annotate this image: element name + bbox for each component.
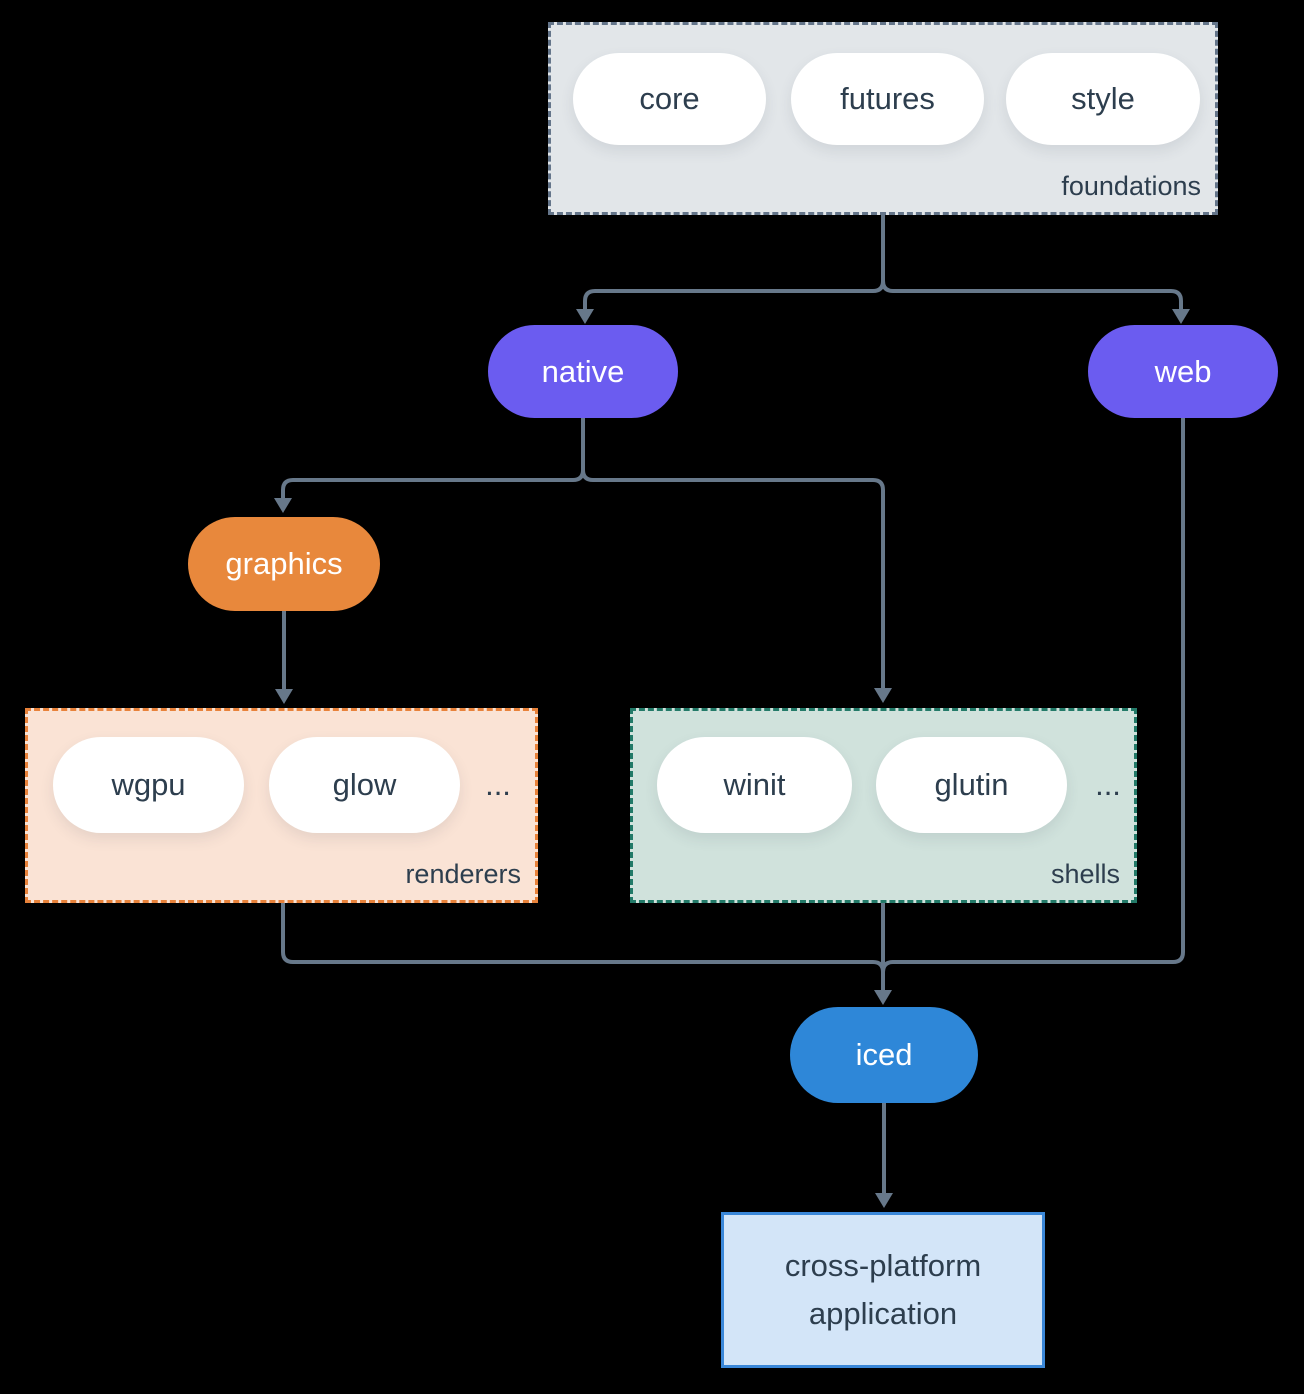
- arrowhead-application: [875, 1193, 893, 1208]
- application-node: cross-platform application: [721, 1212, 1045, 1368]
- edge-foundations-native: [583, 215, 885, 310]
- application-label-line2: application: [808, 1296, 958, 1331]
- glow-label: glow: [332, 767, 397, 802]
- edge-native-graphics: [281, 418, 585, 499]
- edge-native-shells: [581, 469, 885, 688]
- application-label-line1: cross-platform: [784, 1248, 982, 1283]
- iced-node: iced: [790, 1007, 978, 1103]
- futures-node: futures: [791, 53, 984, 145]
- shells-ellipsis: ...: [1095, 767, 1121, 802]
- iced-label: iced: [855, 1037, 913, 1072]
- shells-group-label: shells: [1050, 859, 1120, 889]
- edge-foundations-web: [881, 280, 1183, 310]
- arrowhead-graphics: [274, 498, 292, 513]
- web-node: web: [1088, 325, 1278, 418]
- arrowhead-native: [576, 309, 594, 324]
- edge-renderers-iced: [281, 903, 885, 975]
- arrowhead-shells: [874, 688, 892, 703]
- glutin-node: glutin: [876, 737, 1067, 833]
- native-node: native: [488, 325, 678, 418]
- shells-group: winit glutin ... shells: [630, 708, 1137, 903]
- style-label: style: [1071, 81, 1135, 116]
- arrowhead-iced: [874, 990, 892, 1005]
- winit-node: winit: [657, 737, 852, 833]
- renderers-group-label: renderers: [405, 859, 521, 889]
- core-node: core: [573, 53, 766, 145]
- glutin-label: glutin: [934, 767, 1009, 802]
- web-label: web: [1154, 353, 1212, 389]
- winit-label: winit: [723, 767, 786, 802]
- graphics-node: graphics: [188, 517, 380, 611]
- native-label: native: [541, 353, 625, 389]
- foundations-group-label: foundations: [1061, 171, 1201, 201]
- core-label: core: [639, 81, 700, 116]
- renderers-group: wgpu glow ... renderers: [25, 708, 538, 903]
- arrowhead-renderers: [275, 689, 293, 704]
- foundations-group: core futures style foundations: [548, 22, 1218, 215]
- futures-label: futures: [840, 81, 935, 116]
- renderers-ellipsis: ...: [485, 767, 511, 802]
- graphics-label: graphics: [225, 546, 343, 581]
- style-node: style: [1006, 53, 1200, 145]
- wgpu-label: wgpu: [111, 767, 186, 802]
- wgpu-node: wgpu: [53, 737, 244, 833]
- glow-node: glow: [269, 737, 460, 833]
- arrowhead-web: [1172, 309, 1190, 324]
